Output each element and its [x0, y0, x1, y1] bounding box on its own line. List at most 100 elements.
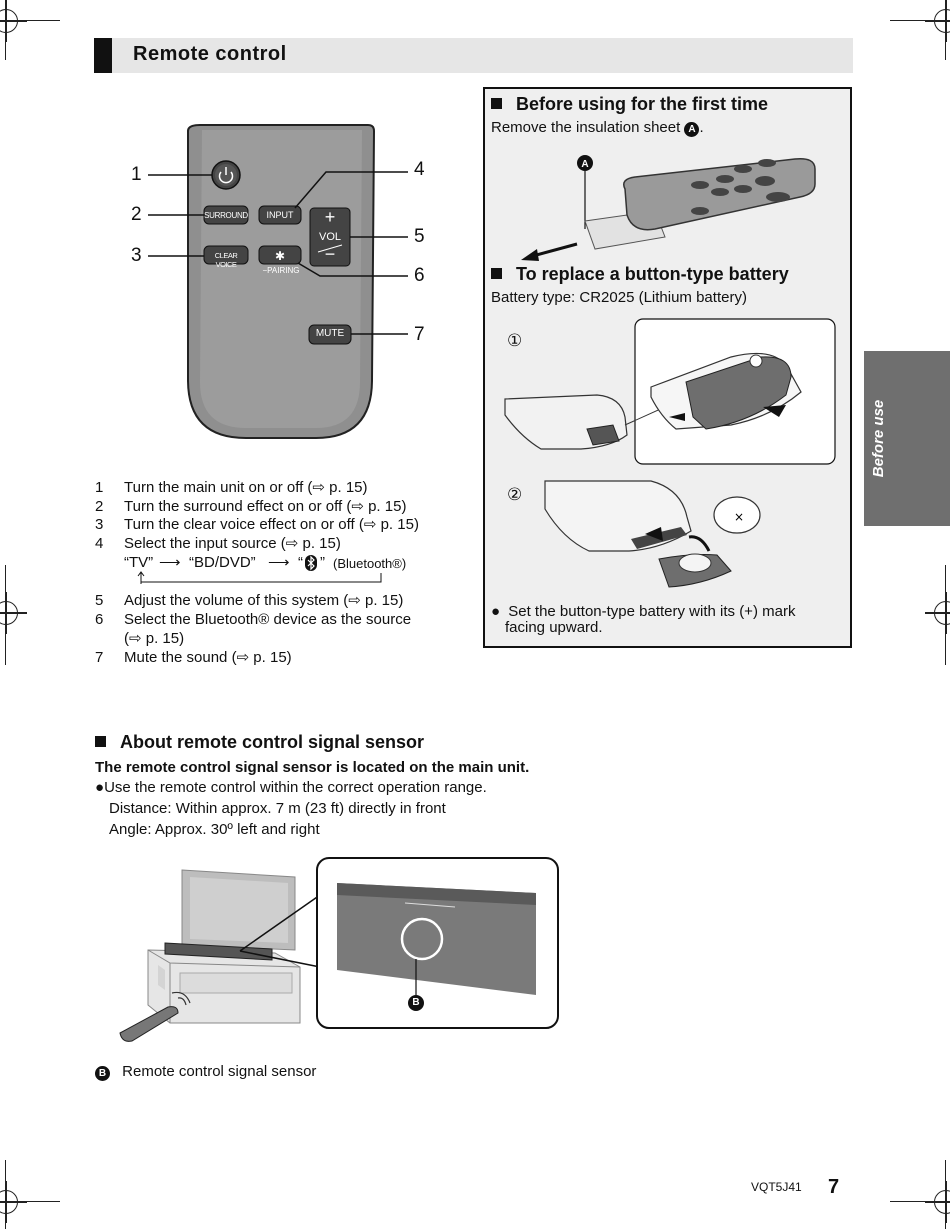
crop-line	[945, 565, 946, 665]
list-item-num: 7	[95, 649, 104, 666]
cycle-arrow: ⟶	[268, 554, 290, 571]
pairing-label: −PAIRING	[262, 266, 300, 275]
crop-mark-bottom-left	[0, 1181, 27, 1223]
sensor-distance: Distance: Within approx. 7 m (23 ft) dir…	[109, 800, 446, 817]
remote-illustration: ✱	[148, 124, 408, 439]
input-button-label: INPUT	[266, 210, 294, 220]
step-2-marker: ②	[507, 485, 523, 504]
crop-line	[0, 20, 60, 21]
section-header: Remote control	[94, 38, 853, 73]
svg-text:✱: ✱	[275, 249, 285, 263]
list-item-text: Mute the sound (⇨ p. 15)	[124, 649, 292, 666]
list-item-text: Turn the clear voice effect on or off (⇨…	[124, 516, 419, 533]
list-item-num: 5	[95, 592, 104, 609]
list-item-num: 2	[95, 498, 104, 515]
svg-text:A: A	[581, 159, 588, 170]
clear-voice-button-label: CLEAR VOICE	[214, 251, 238, 269]
square-bullet-icon	[491, 98, 502, 109]
input-cycle-bd: “BD/DVD”	[189, 554, 256, 571]
battery-type: Battery type: CR2025 (Lithium battery)	[491, 289, 747, 306]
battery-note: ● Set the button-type battery with its (…	[491, 604, 795, 636]
list-item-text: Adjust the volume of this system (⇨ p. 1…	[124, 592, 404, 609]
callout-4: 4	[414, 159, 425, 180]
crop-line	[5, 1160, 6, 1229]
bullet-icon: ●	[95, 779, 105, 796]
insulation-illustration: A	[521, 155, 816, 261]
square-bullet-icon	[95, 736, 106, 747]
marker-a-icon: A	[684, 122, 700, 137]
vol-plus-label: +	[324, 207, 336, 227]
list-item-text: Turn the main unit on or off (⇨ p. 15)	[124, 479, 368, 496]
insulation-text: Remove the insulation sheet	[491, 119, 681, 136]
callout-1: 1	[131, 164, 142, 185]
callout-2: 2	[131, 204, 142, 225]
sensor-heading-text: About remote control signal sensor	[120, 732, 425, 752]
input-cycle-tv: “TV”	[124, 554, 154, 571]
crop-mark-top-left	[0, 0, 27, 42]
marker-b-icon: B	[412, 997, 420, 1008]
crop-mark-mid-left	[0, 592, 27, 634]
sensor-angle: Angle: Approx. 30º left and right	[109, 821, 320, 838]
crop-line	[890, 20, 950, 21]
list-item-text-cont: (⇨ p. 15)	[124, 630, 185, 647]
crop-mark-mid-right	[925, 592, 950, 634]
battery-note-line1: Set the button-type battery with its (+)…	[508, 603, 796, 620]
bullet-icon: ●	[491, 603, 501, 620]
page-number: 7	[828, 1176, 840, 1198]
marker-b-icon: B	[95, 1066, 110, 1081]
battery-heading: To replace a button-type battery	[491, 264, 789, 285]
first-time-heading-text: Before using for the first time	[516, 94, 769, 114]
sensor-bullet-text: Use the remote control within the correc…	[104, 779, 487, 796]
crop-mark-top-right	[925, 0, 950, 42]
footer-code: VQT5J41	[751, 1180, 802, 1194]
page-title: Remote control	[133, 43, 287, 65]
crop-line	[945, 1160, 946, 1229]
step-1-marker: ①	[507, 331, 523, 350]
callout-5: 5	[414, 226, 425, 247]
crop-line	[5, 565, 6, 665]
sensor-bold-line: The remote control signal sensor is loca…	[95, 759, 530, 776]
cycle-arrow: ⟶	[159, 554, 181, 571]
callout-7: 7	[414, 324, 425, 345]
sensor-caption: B Remote control signal sensor	[95, 1063, 316, 1081]
svg-text:×: ×	[734, 510, 744, 524]
sensor-illustration	[119, 857, 559, 1042]
sensor-caption-text: Remote control signal sensor	[122, 1063, 317, 1080]
sensor-heading: About remote control signal sensor	[95, 732, 424, 753]
header-bar	[94, 38, 112, 73]
vol-minus-label: −	[324, 244, 336, 264]
input-cycle-bt: (Bluetooth®)	[333, 556, 407, 571]
sensor-bullet: ●Use the remote control within the corre…	[95, 779, 487, 796]
callout-6: 6	[414, 265, 425, 286]
list-item-num: 1	[95, 479, 104, 496]
crop-line	[945, 0, 946, 60]
info-box: Before using for the first time Remove t…	[483, 87, 852, 648]
input-cycle-bt-close: ”	[320, 554, 325, 571]
battery-step1-illustration	[504, 318, 836, 465]
input-cycle-bt-open: “	[298, 554, 303, 571]
vol-label: VOL	[318, 231, 341, 243]
crop-mark-bottom-right	[925, 1181, 950, 1223]
first-time-heading: Before using for the first time	[491, 94, 768, 115]
first-time-text: Remove the insulation sheet A.	[491, 119, 704, 137]
crop-line	[0, 1201, 60, 1202]
side-tab-label: Before use	[870, 399, 887, 478]
list-item-num: 6	[95, 611, 104, 628]
list-item-text: Select the input source (⇨ p. 15)	[124, 535, 341, 552]
side-tab: Before use	[864, 351, 950, 526]
battery-step2-illustration: ×	[544, 480, 761, 588]
list-item-num: 4	[95, 535, 104, 552]
surround-button-label: SURROUND	[204, 211, 248, 220]
battery-heading-text: To replace a button-type battery	[516, 264, 789, 284]
cycle-return-line	[137, 571, 382, 584]
list-item-text: Turn the surround effect on or off (⇨ p.…	[124, 498, 407, 515]
list-item-num: 3	[95, 516, 104, 533]
battery-note-line2: facing upward.	[505, 619, 603, 636]
mute-button-label: MUTE	[315, 328, 345, 339]
function-list: 1 Turn the main unit on or off (⇨ p. 15)…	[95, 478, 475, 668]
list-item-text: Select the Bluetooth® device as the sour…	[124, 611, 412, 628]
bluetooth-icon	[305, 555, 317, 571]
square-bullet-icon	[491, 268, 502, 279]
crop-line	[5, 0, 6, 60]
callout-3: 3	[131, 245, 142, 266]
